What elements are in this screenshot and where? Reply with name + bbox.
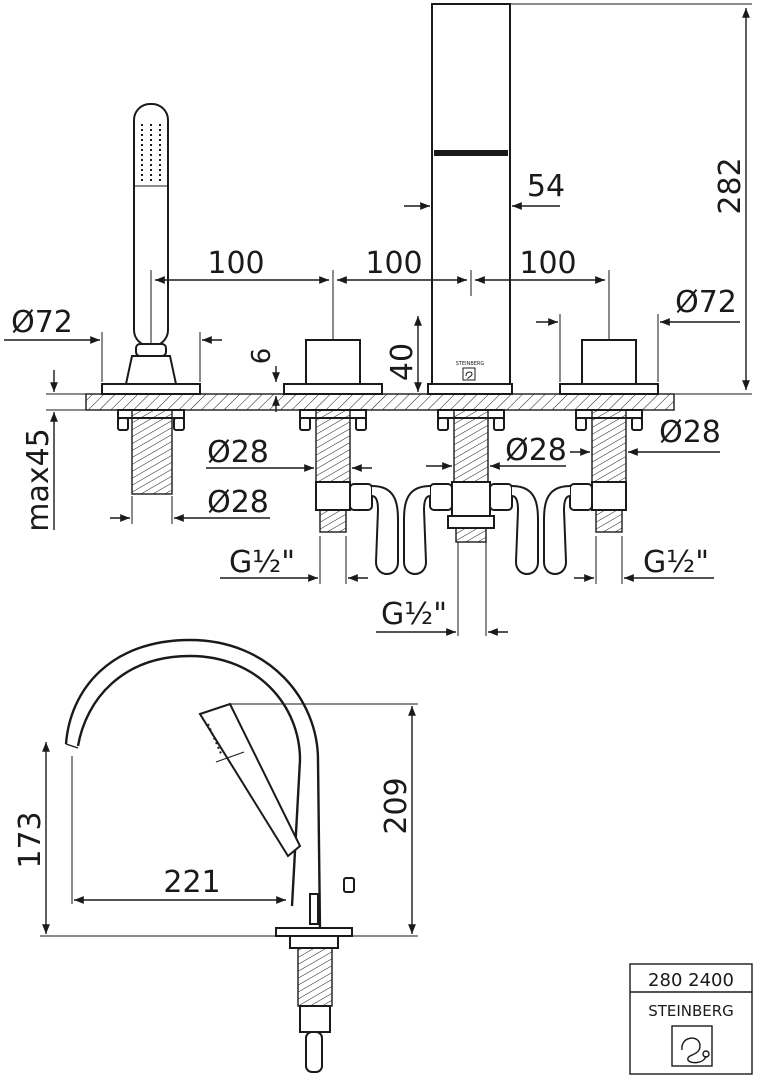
dim-label-54: 54 [527,169,565,204]
hand-shower [101,103,201,395]
deck-plate [85,393,675,411]
spout-body: STEINBERG [427,3,513,636]
dim-label-100-b: 100 [365,246,422,281]
dim-282: 282 [510,3,752,395]
title-block: 280 2400 STEINBERG [629,963,753,1075]
dim-label-173: 173 [13,811,48,868]
dim-hole-3: Ø28 [426,433,567,470]
dim-label-hole-4: Ø28 [659,415,721,450]
dim-label-thread-center: G½" [381,597,447,632]
spout-brand-label: STEINBERG [456,361,485,367]
dim-thread-right: G½" [574,536,714,584]
dim-label-hole-1: Ø28 [207,435,269,470]
steinberg-logo-icon [671,1025,713,1067]
dim-rose-left: Ø72 [4,305,222,382]
dim-6: 6 [247,348,280,412]
side-thread [297,947,333,1007]
dim-label-hole-3: Ø28 [505,433,567,468]
dim-label-221: 221 [163,865,220,900]
dim-173: 173 [13,742,276,937]
dim-40: 40 [385,316,422,392]
brand-name: STEINBERG [648,1002,734,1020]
spout-arc [64,638,322,931]
supply-hoses [349,483,593,575]
dim-label-282: 282 [713,157,748,214]
shower-connector [117,409,185,495]
dim-221: 221 [71,756,286,904]
side-hand-shower [198,702,302,858]
dim-label-100-a: 100 [207,246,264,281]
dim-label-6: 6 [247,348,277,365]
dim-spacing: 100 100 100 [150,246,610,344]
dim-hole-1: Ø28 [206,435,372,472]
side-nut [299,1005,331,1033]
side-elevation: 173 221 209 [13,638,418,1073]
side-lever-stem [309,893,319,925]
dim-label-thread-left: G½" [229,545,295,580]
dim-209: 209 [230,703,418,937]
side-hose [305,1031,323,1073]
side-lever [343,877,355,893]
dim-label-hole-2: Ø28 [207,485,269,520]
left-valve [283,339,383,533]
dim-rose-right: Ø72 [536,285,740,382]
dim-label-max45: max45 [21,428,56,532]
dim-label-rose-right: Ø72 [675,285,737,320]
dim-label-rose-left: Ø72 [11,305,73,340]
dim-label-thread-right: G½" [643,545,709,580]
dim-hole-2: Ø28 [110,485,270,524]
dim-label-100-c: 100 [519,246,576,281]
side-base [275,927,353,937]
dim-thread-left: G½" [220,536,368,584]
article-number: 280 2400 [648,970,734,991]
dim-thread-center: G½" [376,597,508,636]
side-washer [289,935,339,949]
dim-label-40: 40 [385,343,420,381]
steinberg-logo-icon [462,367,476,381]
front-elevation: STEINBERG [4,3,752,636]
dim-hole-4: Ø28 [570,415,721,456]
dim-label-209: 209 [379,777,414,834]
dim-max45: max45 [21,370,86,532]
dim-54: 54 [404,169,565,210]
